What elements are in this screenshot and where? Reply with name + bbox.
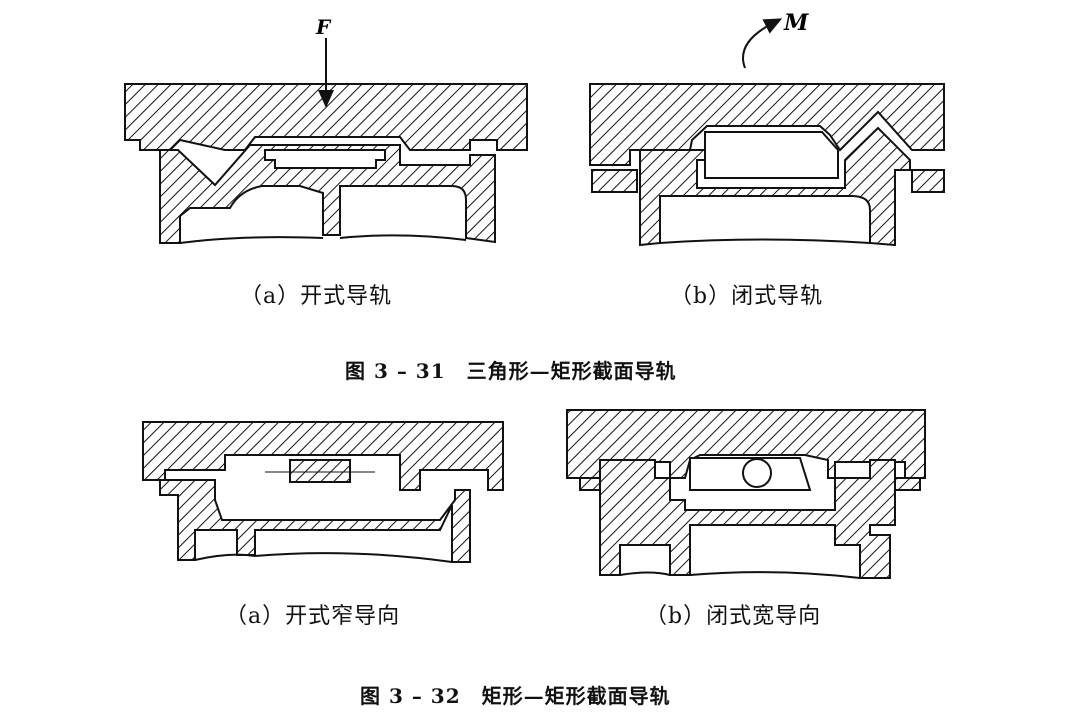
fig32a-drawing (142, 421, 504, 563)
fig32b-sublabel: （b）闭式宽导向 (645, 604, 822, 629)
fig32b-lower-bed (599, 459, 896, 579)
ball-icon (742, 458, 772, 488)
moment-label: M (783, 10, 809, 36)
fig31b-lower-bed (639, 126, 911, 247)
fig31a-lower-bed (159, 144, 496, 244)
fig32b-drawing (566, 409, 926, 579)
force-label: F (315, 15, 332, 39)
fig31b-drawing (589, 18, 945, 247)
fig31a-drawing (124, 38, 528, 244)
fig31b-sublabel: （b）闭式导轨 (670, 284, 824, 309)
fig31a-upper-slide (124, 83, 528, 151)
fig31-caption: 图 3 – 31 三角形—矩形截面导轨 (345, 359, 677, 383)
fig32a-lower-bed (159, 479, 471, 563)
moment-arrow (742, 18, 783, 69)
fig32a-upper-slide (142, 421, 504, 491)
fig32a-sublabel: （a）开式窄导向 (225, 604, 401, 629)
fig32-caption: 图 3 – 32 矩形—矩形截面导轨 (360, 684, 671, 708)
fig31b-upper-slide (589, 83, 945, 166)
fig31a-sublabel: （a）开式导轨 (240, 284, 393, 309)
